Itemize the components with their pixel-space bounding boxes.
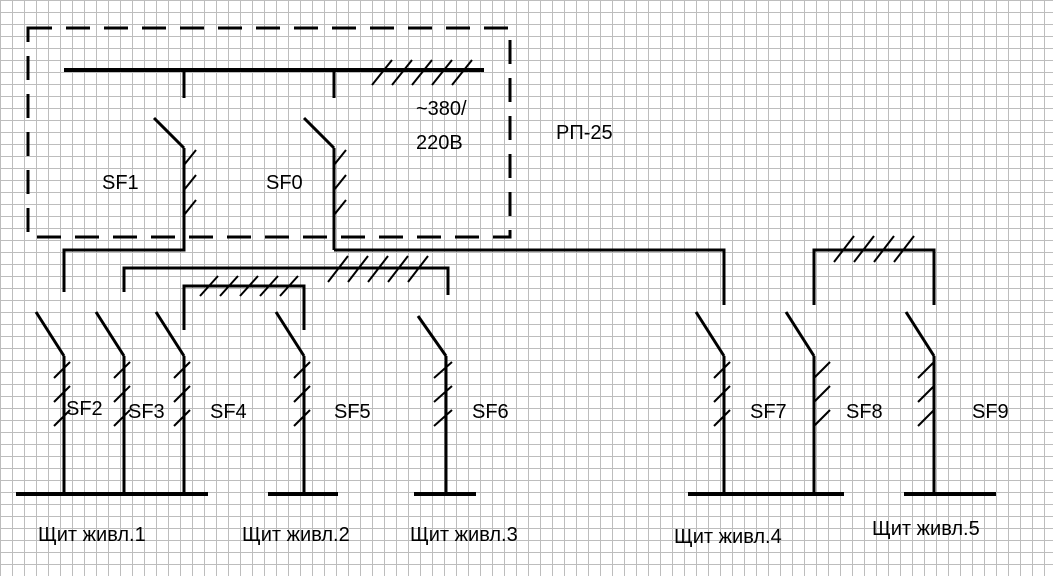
- breaker-sf7-symbol: [694, 311, 731, 494]
- breaker-sf6-symbol: [416, 315, 453, 494]
- breaker-label-sf5: SF5: [334, 401, 371, 423]
- panel-name: РП-25: [556, 122, 613, 144]
- breaker-label-sf6: SF6: [472, 401, 509, 423]
- board-label-2: Щит живл.2: [242, 524, 350, 546]
- panel-enclosure: [26, 26, 512, 239]
- breaker-sf0-symbol: [302, 70, 347, 250]
- breaker-label-sf7: SF7: [750, 401, 787, 423]
- breaker-sf9-symbol: [904, 311, 936, 494]
- breaker-label-sf3: SF3: [128, 401, 165, 423]
- breaker-sf4-symbol: [154, 311, 191, 494]
- voltage-label-line1: ~380/: [416, 98, 467, 120]
- breaker-sf8-symbol: [784, 311, 831, 494]
- voltage-label-line2: 220В: [416, 132, 463, 154]
- breaker-sf2-symbol: [34, 311, 71, 494]
- wiring-hatch: [199, 235, 915, 297]
- busbar-hatch: [371, 59, 473, 86]
- breaker-sf3-symbol: [94, 311, 131, 494]
- breaker-label-sf4: SF4: [210, 401, 247, 423]
- board-label-3: Щит живл.3: [410, 524, 518, 546]
- breaker-label-sf9: SF9: [972, 401, 1009, 423]
- board-label-1: Щит живл.1: [38, 524, 146, 546]
- board-label-4: Щит живл.4: [674, 526, 782, 548]
- breaker-label-sf2: SF2: [66, 398, 103, 420]
- breaker-label-sf8: SF8: [846, 401, 883, 423]
- breaker-label-sf1: SF1: [102, 172, 139, 194]
- breaker-label-sf0: SF0: [266, 172, 303, 194]
- feeder-wiring: [62, 238, 936, 330]
- breaker-sf1-symbol: [152, 70, 197, 238]
- board-label-5: Щит живл.5: [872, 518, 980, 540]
- breaker-sf5-symbol: [274, 311, 311, 494]
